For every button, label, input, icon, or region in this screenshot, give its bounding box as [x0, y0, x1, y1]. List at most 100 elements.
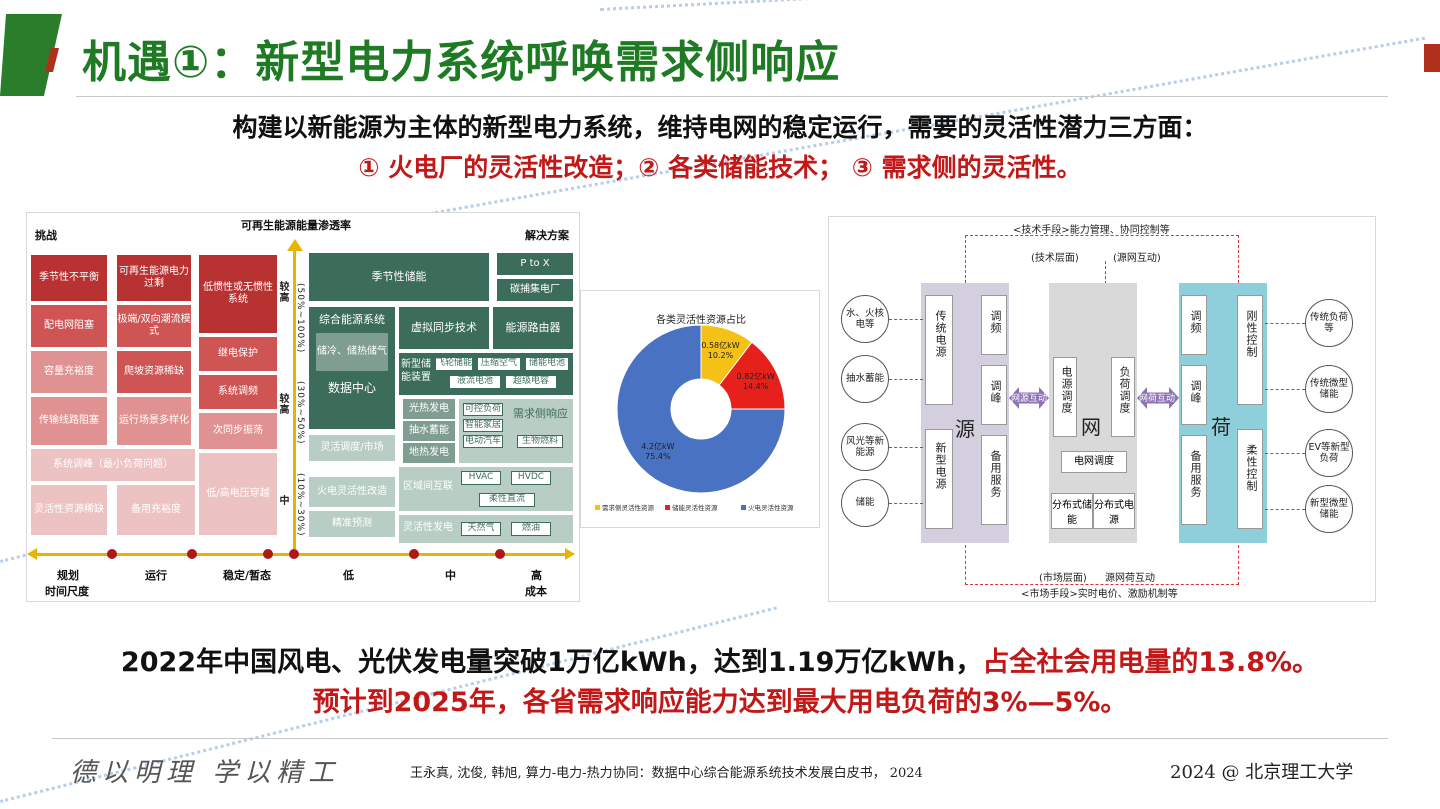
- storage-tag: 飞轮储能: [435, 357, 473, 371]
- gas-tag: 天然气: [461, 522, 501, 536]
- load-circle: 传统微型储能: [1305, 365, 1353, 413]
- challenge-item: 继电保护: [199, 337, 277, 371]
- intro-text: 构建以新能源为主体的新型电力系统，维持电网的稳定运行，需要的灵活性潜力三方面：: [232, 113, 1208, 142]
- hvac-tag: HVAC: [461, 471, 501, 485]
- pie-data-label: 0.82亿kW: [736, 371, 774, 381]
- source-circle: 风光等新能源: [841, 423, 889, 471]
- load-flex: 柔性控制: [1237, 429, 1263, 529]
- grid-dispatch-box: 电网调度: [1061, 451, 1127, 473]
- challenge-item: 灵活性资源稀缺: [31, 485, 107, 535]
- src-fm-label: 调频: [989, 310, 1002, 334]
- grid-src-dispatch-label: 电源调度: [1060, 366, 1073, 414]
- load-label: 荷: [1211, 415, 1231, 439]
- stat-line-2: 预计到2025年，各省需求响应能力达到最大用电负荷的3%—5%。: [312, 687, 1128, 718]
- load-rigid: 刚性控制: [1237, 295, 1263, 405]
- footer-divider: [52, 738, 1388, 739]
- challenge-item: 爬坡资源稀缺: [117, 351, 191, 393]
- dr-tag: 生物燃料: [517, 435, 563, 448]
- header-divider: [76, 96, 1388, 97]
- axis-dot: [289, 549, 299, 559]
- axis-arrow-right: [565, 548, 575, 560]
- storage-tag: 储能电池: [525, 357, 569, 371]
- axis-dot: [187, 549, 197, 559]
- challenge-item: 备用充裕度: [117, 485, 195, 535]
- legend-label: 火电灵活性资源: [748, 503, 794, 512]
- time-cost-axis: [31, 553, 567, 556]
- source-grid-load-diagram: <技术手段>能力管理、协同控制等 (技术层面) (源网互动) 传统电源 新型电源…: [828, 216, 1376, 602]
- storage-tag: 液流电池: [449, 375, 501, 389]
- circle-connector: [889, 447, 923, 448]
- axis-label: 中: [445, 569, 456, 582]
- solution-router: 能源路由器: [493, 307, 573, 349]
- tier-mid: 较高: [277, 393, 288, 415]
- challenge-item: 运行场景多样化: [117, 397, 191, 445]
- intro-highlight: ① 火电厂的灵活性改造；② 各类储能技术； ③ 需求侧的灵活性。: [358, 153, 1082, 182]
- solution-vsync: 虚拟同步技术: [399, 307, 489, 349]
- controllable-tag: 柔性直流: [479, 493, 535, 507]
- src-new-label: 新型电源: [934, 442, 947, 490]
- solution-newstorage: 新型储能装置 飞轮储能 压缩空气 储能电池 液流电池 超级电容: [399, 353, 573, 395]
- grid-src-dispatch: 电源调度: [1053, 357, 1077, 437]
- stat-line-1-text: 2022年中国风电、光伏发电量突破1万亿kWh，达到1.19万亿kWh，: [120, 647, 983, 678]
- src-reserve: 备用服务: [981, 435, 1007, 525]
- regional-label: 区域间互联: [403, 481, 453, 492]
- solution-fleximprove: 火电灵活性改造: [309, 477, 395, 507]
- load-circle: EV等新型负荷: [1305, 429, 1353, 477]
- legend-swatch: [595, 505, 600, 510]
- pie-title: 各类灵活性资源占比: [656, 315, 746, 326]
- load-flex-label: 柔性控制: [1245, 444, 1258, 492]
- solution-ptox: P to X: [497, 253, 573, 275]
- pie-data-label: 75.4%: [645, 452, 671, 461]
- solution-forecast: 精准预测: [309, 511, 395, 537]
- circle-connector: [1265, 509, 1305, 510]
- source-label: 源: [955, 417, 975, 441]
- storage-tag: 压缩空气: [477, 357, 521, 371]
- grid-dist-storage: 分布式储能: [1051, 493, 1093, 529]
- circle-connector: [889, 503, 923, 504]
- axis-dot: [495, 549, 505, 559]
- university-motto: 德以明理 学以精工: [70, 758, 341, 788]
- src-peak: 调峰: [981, 365, 1007, 425]
- ies-label: 综合能源系统: [319, 313, 385, 326]
- challenge-item: 传输线路阻塞: [31, 397, 107, 445]
- axis-dot: [107, 549, 117, 559]
- tech-layer-label: (技术层面): [1031, 253, 1079, 264]
- solution-carbon: 碳捕集电厂: [497, 279, 573, 301]
- oil-tag: 燃油: [511, 522, 551, 536]
- load-reserve-label: 备用服务: [1189, 450, 1202, 498]
- left-fig-title: 可再生能源能量渗透率: [241, 219, 351, 232]
- circle-connector: [1265, 323, 1305, 324]
- src-new: 新型电源: [925, 429, 953, 529]
- grid-dist-source: 分布式电源: [1093, 493, 1135, 529]
- challenge-item: 低惯性或无惯性系统: [199, 255, 277, 333]
- src-traditional: 传统电源: [925, 295, 953, 405]
- source-circle: 水、火核电等: [841, 295, 889, 343]
- tier-mid-range: (30%~50%): [295, 381, 305, 445]
- pie-slice: [616, 324, 786, 494]
- load-circle: 传统负荷等: [1305, 299, 1353, 347]
- decor-dots-top: [600, 0, 1440, 11]
- circle-connector: [889, 379, 923, 380]
- penetration-axis-arrow: [287, 239, 303, 251]
- market-layer-label: (市场层面): [1039, 573, 1087, 584]
- pie-data-label: 0.58亿kW: [701, 340, 739, 350]
- challenge-item: 系统调频: [199, 375, 277, 409]
- tier-low: 中: [277, 495, 288, 506]
- load-fm: 调频: [1181, 295, 1207, 355]
- grid-load-dispatch: 负荷调度: [1111, 357, 1135, 437]
- legend-swatch: [665, 505, 670, 510]
- grid-load-interaction-label: 源网荷互动: [1105, 573, 1155, 584]
- solution-regional: 区域间互联 HVAC HVDC 柔性直流: [399, 467, 573, 511]
- flexibility-challenges-figure: 可再生能源能量渗透率 挑战 解决方案 较高 (50%~100%) 较高 (30%…: [26, 212, 580, 602]
- src-peak-label: 调峰: [989, 380, 1002, 404]
- axis-label: 规划: [57, 569, 79, 582]
- citation: 王永真, 沈俊, 韩旭, 算力-电力-热力协同：数据中心综合能源系统技术发展白皮…: [410, 766, 923, 781]
- circle-connector: [889, 319, 923, 320]
- load-peak: 调峰: [1181, 365, 1207, 425]
- challenge-item: 容量充裕度: [31, 351, 107, 393]
- page-title: 机遇①：新型电力系统呼唤需求侧响应: [82, 37, 841, 88]
- solution-ies: 综合能源系统 储冷、储热储气 数据中心: [309, 307, 395, 429]
- axis-dot: [409, 549, 419, 559]
